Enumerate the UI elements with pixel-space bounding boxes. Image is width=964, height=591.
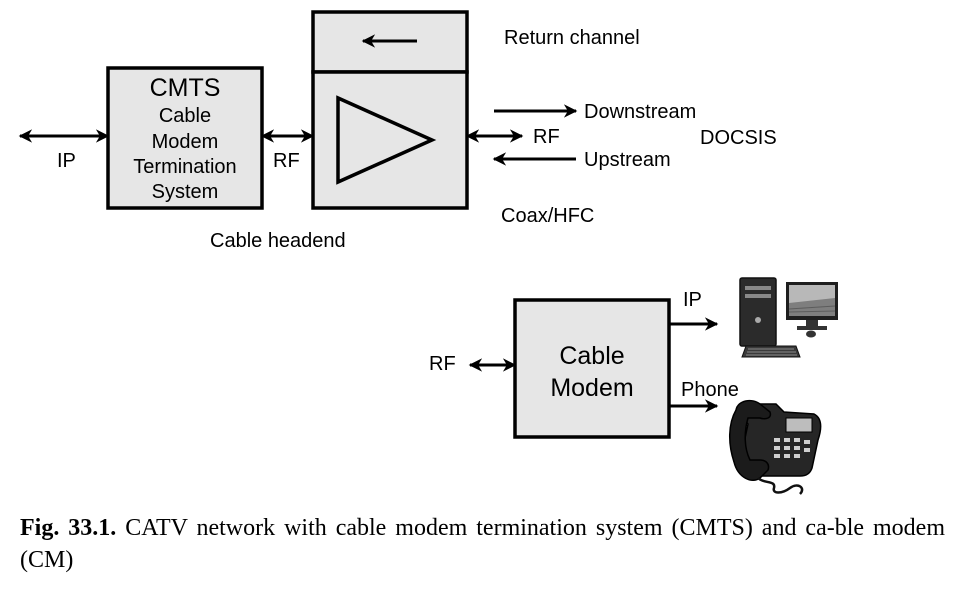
cable-modem-title-1: Cable <box>559 342 624 370</box>
rf-left-label: RF <box>273 150 300 172</box>
docsis-label: DOCSIS <box>700 127 777 149</box>
caption-text: CATV network with cable modem terminatio… <box>20 515 945 573</box>
caption-prefix: Fig. 33.1. <box>20 515 117 541</box>
cmts-title: CMTS <box>150 74 221 102</box>
cable-modem-box <box>513 298 671 439</box>
cmts-line-3: Termination <box>133 156 236 178</box>
upstream-label: Upstream <box>584 149 671 171</box>
downstream-label: Downstream <box>584 101 696 123</box>
ip-left-label: IP <box>57 150 76 172</box>
modem-ip-label: IP <box>683 289 702 311</box>
modem-rf-label: RF <box>429 353 456 375</box>
return-channel-label: Return channel <box>504 27 640 49</box>
cable-modem-title-2: Modem <box>550 374 633 402</box>
desktop-computer-icon <box>739 277 838 358</box>
figure-caption: Fig. 33.1. CATV network with cable modem… <box>20 512 945 576</box>
cmts-line-4: System <box>152 181 219 203</box>
amplifier-triangle-icon <box>336 95 437 185</box>
modem-phone-label: Phone <box>681 379 739 401</box>
cmts-line-2: Modem <box>152 131 219 153</box>
cmts-line-1: Cable <box>159 105 211 127</box>
coax-hfc-label: Coax/HFC <box>501 205 594 227</box>
cable-headend-label: Cable headend <box>210 230 346 252</box>
catv-diagram: IP CMTS Cable Modem Termination System R… <box>18 10 838 495</box>
telephone-icon <box>729 399 822 495</box>
rf-right-label: RF <box>533 126 560 148</box>
amplifier-box <box>311 70 469 210</box>
